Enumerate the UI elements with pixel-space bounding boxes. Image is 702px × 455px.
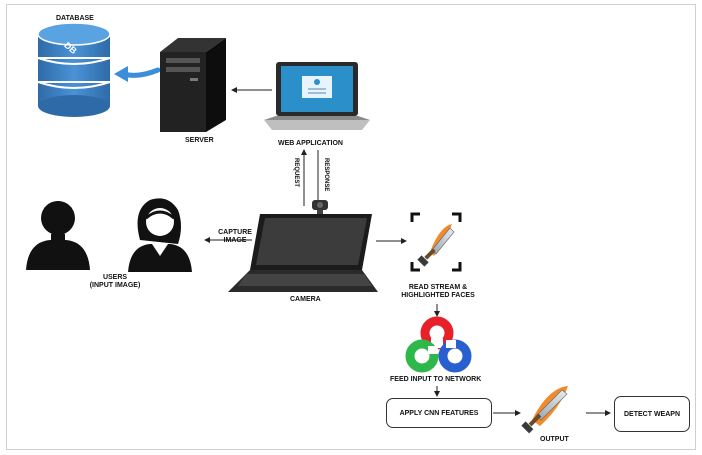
database-label: DATABASE [56, 15, 94, 22]
read-stream-line1: READ STREAM & [408, 284, 468, 291]
output-weapon-icon [521, 386, 568, 434]
camera-laptop-icon [228, 200, 378, 292]
read-stream-line2: HIGHLIGHTED FACES [401, 292, 475, 299]
users-label-line1: USERS [102, 274, 128, 281]
capture-label-line2: IMAGE [223, 237, 247, 244]
web-application-label: WEB APPLICATION [278, 140, 343, 147]
response-label: RESPONSE [323, 158, 329, 192]
web-application-laptop-icon [264, 62, 370, 130]
user-male-icon [26, 201, 90, 270]
capture-image-label: CAPTURE IMAGE [218, 229, 252, 245]
output-label: OUTPUT [540, 436, 569, 443]
database-icon [37, 22, 111, 117]
face-scan-weapon-icon [410, 212, 462, 272]
read-stream-label: READ STREAM & HIGHLIGHTED FACES [398, 284, 478, 300]
server-label: SERVER [185, 137, 214, 144]
diagram-frame [6, 4, 696, 450]
feed-input-label: FEED INPUT TO NETWORK [390, 376, 482, 383]
blue-curved-arrow-icon [114, 66, 161, 82]
camera-label: CAMERA [290, 296, 321, 303]
server-icon [160, 38, 226, 132]
users-label-line2: (INPUT IMAGE) [89, 282, 141, 289]
capture-label-line1: CAPTURE [218, 229, 252, 236]
request-label: REQUEST [293, 158, 299, 188]
detect-weapon-box: DETECT WEAPN [614, 396, 690, 432]
user-female-icon [128, 198, 192, 272]
opencv-logo-icon [405, 316, 472, 373]
users-label: USERS (INPUT IMAGE) [80, 274, 150, 290]
apply-cnn-box: APPLY CNN FEATURES [386, 398, 492, 428]
